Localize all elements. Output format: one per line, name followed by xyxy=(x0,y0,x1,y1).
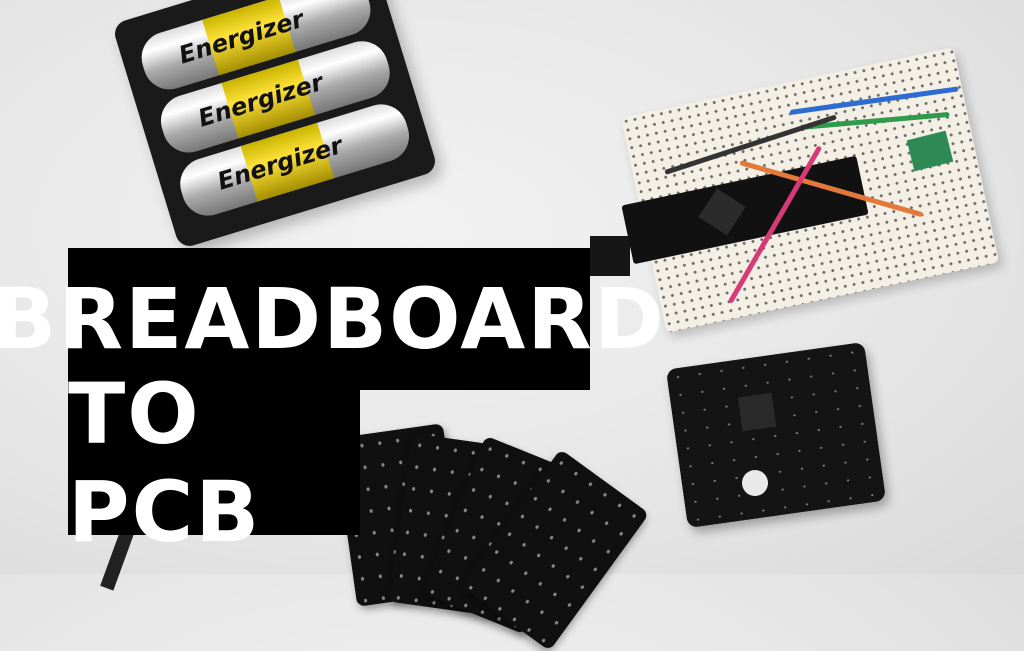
pcb-chip xyxy=(737,392,777,432)
custom-pcb xyxy=(665,341,887,529)
title-line-1: BREADBOARD xyxy=(0,248,664,390)
usb-plug xyxy=(590,236,630,276)
title-line-2: TO PCB xyxy=(68,365,360,561)
pcb-led xyxy=(742,470,768,496)
battery-holder: Energizer Energizer Energizer xyxy=(111,0,439,250)
